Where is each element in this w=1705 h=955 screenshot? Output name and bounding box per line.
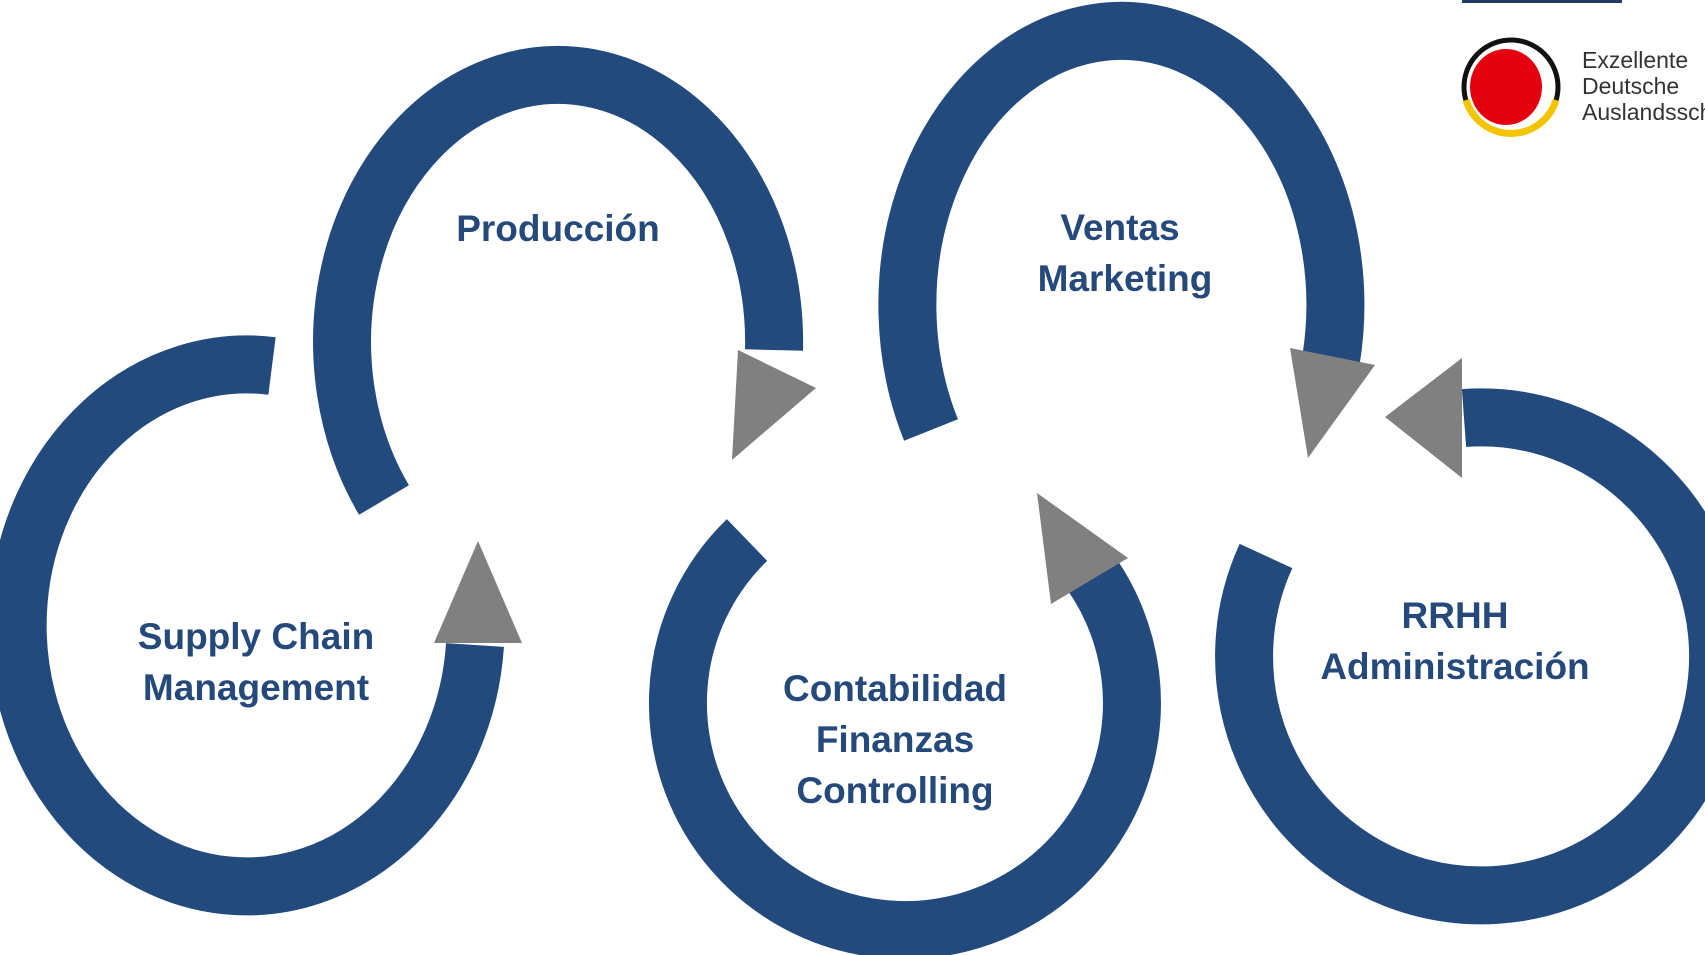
label-rrhh-line-1: RRHH [1402,595,1509,636]
school-logo: Exzellente Deutsche Auslandssch [1461,0,1705,137]
logo-red-disc [1470,49,1542,125]
label-supply-chain-line-2: Management [143,667,369,708]
label-supply-chain-line-1: Supply Chain [138,616,374,657]
ring-contabilidad [648,519,1161,955]
label-rrhh-line-2: Administración [1320,646,1589,687]
logo-line-2: Deutsche [1582,73,1679,99]
arrowhead-contabilidad [1037,493,1128,604]
ring-produccion [313,46,804,515]
ring-rrhh [1215,388,1705,925]
label-produccion-line-1: Producción [456,208,660,249]
label-contabilidad-line-2: Finanzas [816,719,974,760]
top-border-line [1462,0,1622,3]
label-contabilidad-line-1: Contabilidad [783,668,1007,709]
label-ventas: Ventas Marketing [1038,207,1213,299]
label-contabilidad: Contabilidad Finanzas Controlling [783,668,1007,811]
logo-line-3: Auslandssch [1582,99,1705,125]
arrowhead-ventas [1290,348,1375,458]
label-contabilidad-line-3: Controlling [796,770,993,811]
logo-ring-gold [1462,98,1560,137]
arrowhead-produccion [732,350,816,460]
label-rrhh: RRHH Administración [1320,595,1589,687]
logo-line-1: Exzellente [1582,47,1688,73]
german-schools-abroad-logo-icon [1461,37,1561,137]
label-ventas-line-2: Marketing [1038,258,1213,299]
arrowhead-supply-chain [434,541,522,643]
ring-ventas [878,1,1365,441]
label-produccion: Producción [456,208,660,249]
label-supply-chain: Supply Chain Management [138,616,374,708]
ring-supply-chain [0,335,504,916]
arrowhead-rrhh [1385,358,1462,478]
label-ventas-line-1: Ventas [1060,207,1179,248]
